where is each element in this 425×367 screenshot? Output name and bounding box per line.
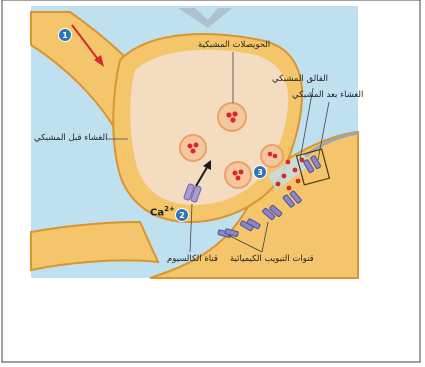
label-synaptic-cleft: الفالق المشبكي [272,74,328,84]
calcium-ion-label: Ca2+ [150,205,175,218]
step-1-badge: 1 [58,28,72,42]
label-chemical-gated-channels: قنوات التبويب الكيميائية [230,254,314,264]
vesicle-fusing [261,145,283,167]
step-3-badge: 3 [253,165,267,179]
step-2-badge: 2 [175,208,189,222]
vesicle-3 [225,162,251,188]
label-postsynaptic-membrane: الغشاء بعد المشبكي [292,90,363,100]
vesicle-1 [218,103,246,131]
vesicle-2 [180,135,206,161]
label-synaptic-vesicles: الحويصلات المشبكية [198,40,270,50]
calcium-ion-symbol: Ca [150,207,164,218]
label-presynaptic-membrane: الغشاء قبل المشبكي [34,133,107,143]
label-calcium-channel: قناة الكالسيوم [167,254,218,264]
calcium-ion-charge: 2+ [164,205,175,213]
